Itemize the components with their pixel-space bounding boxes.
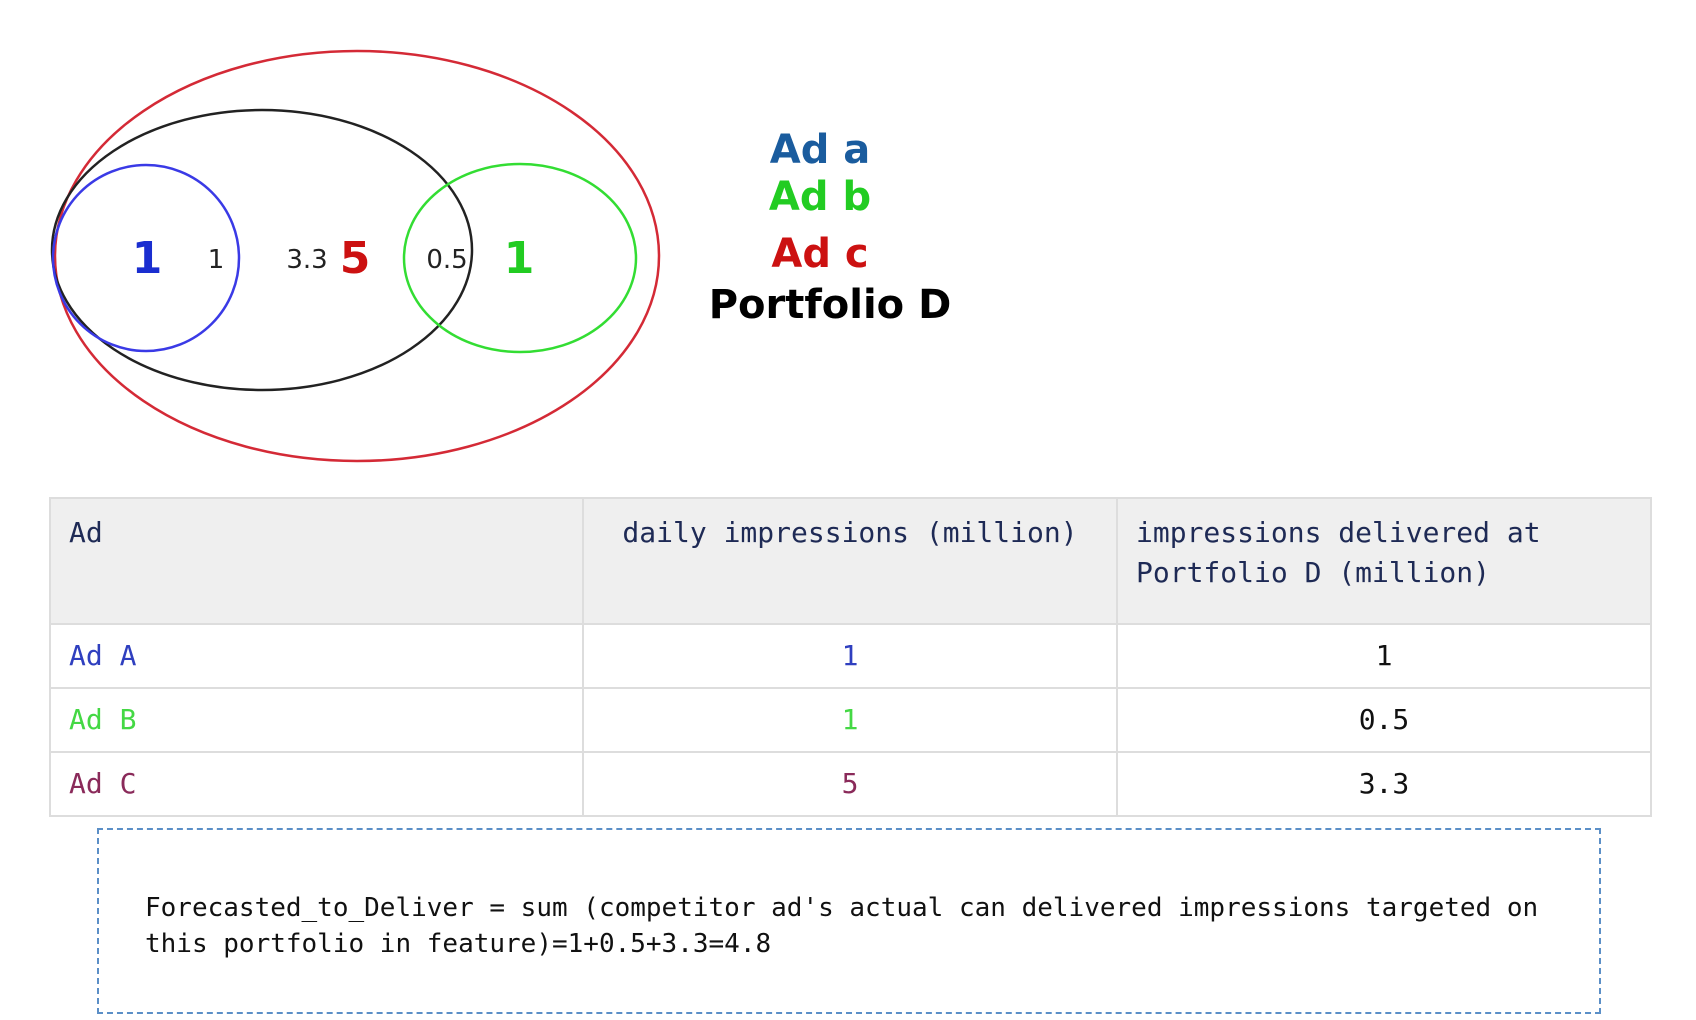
ad-a-circle: [51, 163, 241, 353]
legend-ad-a: Ad a: [770, 127, 871, 173]
row-delivered-value: 0.5: [1116, 687, 1652, 753]
formula-note-text: Forecasted_to_Deliver = sum (competitor …: [145, 893, 1539, 959]
table-header-row: Ad daily impressions (million) impressio…: [49, 497, 1652, 625]
venn-diagram: 1 1 3.3 5 0.5 1 Ad a Ad b Ad c Portfolio…: [50, 49, 952, 463]
ad-a-overlap-value: 1: [208, 245, 225, 275]
row-ad-name: Ad C: [49, 751, 584, 817]
row-daily-value: 1: [582, 687, 1118, 753]
row-daily-value: 5: [582, 751, 1118, 817]
row-ad-name: Ad A: [49, 623, 584, 689]
row-delivered-value: 1: [1116, 623, 1652, 689]
row-delivered-value: 3.3: [1116, 751, 1652, 817]
impressions-table: Ad daily impressions (million) impressio…: [49, 497, 1652, 817]
formula-note-box: Forecasted_to_Deliver = sum (competitor …: [97, 828, 1601, 1014]
legend-ad-b: Ad b: [769, 174, 871, 220]
ad-c-total-value: 5: [340, 233, 371, 284]
header-delivered-impressions: impressions delivered at Portfolio D (mi…: [1116, 497, 1652, 625]
header-ad: Ad: [49, 497, 584, 625]
ad-b-ellipse: [402, 162, 638, 354]
row-ad-name: Ad B: [49, 687, 584, 753]
header-daily-impressions: daily impressions (million): [582, 497, 1118, 625]
table-row: Ad C 5 3.3: [49, 751, 1652, 817]
ad-a-only-value: 1: [132, 233, 163, 284]
table-row: Ad A 1 1: [49, 623, 1652, 689]
table-row: Ad B 1 0.5: [49, 687, 1652, 753]
ad-c-ellipse: [53, 49, 661, 463]
legend-portfolio-d: Portfolio D: [709, 282, 952, 328]
row-daily-value: 1: [582, 623, 1118, 689]
ad-b-overlap-value: 0.5: [426, 245, 467, 275]
legend-ad-c: Ad c: [771, 231, 868, 277]
portfolio-d-ellipse: [50, 108, 474, 392]
portfolio-overlap-value: 3.3: [286, 245, 327, 275]
ad-b-only-value: 1: [504, 233, 535, 284]
